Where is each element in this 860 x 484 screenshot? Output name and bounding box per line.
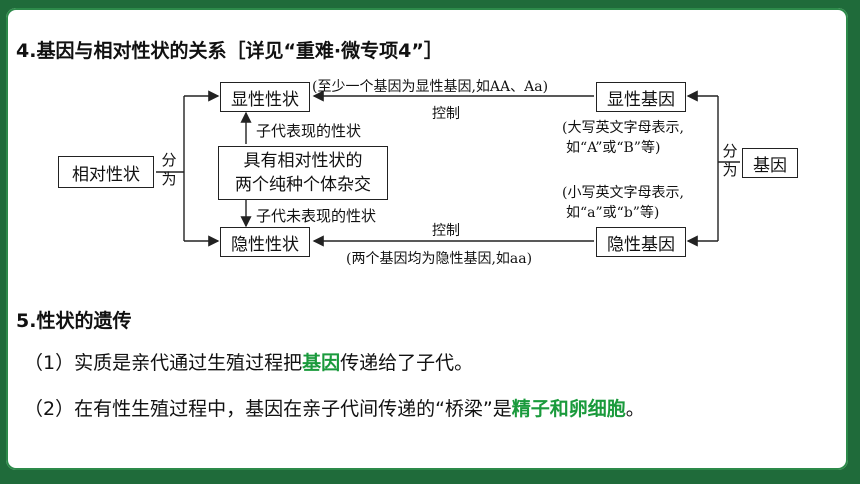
section-4-title: 4.基因与相对性状的关系［详见“重难·微专项4”］ <box>16 40 443 62</box>
upper-case-note: (大写英文字母表示, 如“A”或“B”等) <box>562 118 684 158</box>
item-2: （2）在有性生殖过程中，基因在亲子代间传递的“桥梁”是精子和卵细胞。 <box>24 394 645 421</box>
item-2-highlight: 精子和卵细胞 <box>511 398 626 420</box>
dominant-gene-box: 显性基因 <box>596 82 686 112</box>
split-right-char-2: 为 <box>722 161 738 179</box>
item-1-suffix: 传递给了子代。 <box>340 352 474 374</box>
recessive-note: (两个基因均为隐性基因,如aa) <box>346 251 533 267</box>
diagram-arrows <box>156 90 740 247</box>
item-2-suffix: 。 <box>625 398 645 420</box>
lower-case-note-line-2: 如“a”或“b”等) <box>566 205 660 221</box>
section-5-title: 5.性状的遗传 <box>16 310 132 332</box>
cross-box-line-2: 两个纯种个体杂交 <box>235 175 371 195</box>
upper-case-note-line-1: (大写英文字母表示, <box>562 120 684 136</box>
cross-box-line-1: 具有相对性状的 <box>243 151 363 171</box>
dominant-trait-box: 显性性状 <box>220 82 310 112</box>
item-1-highlight: 基因 <box>302 352 341 374</box>
lower-case-note: (小写英文字母表示, 如“a”或“b”等) <box>562 183 684 223</box>
lower-case-note-line-1: (小写英文字母表示, <box>562 185 684 201</box>
offspring-shown-label: 子代表现的性状 <box>256 122 362 140</box>
bottom-bar <box>0 474 860 484</box>
gene-box: 基因 <box>742 148 798 178</box>
split-label-left: 分 为 <box>160 151 178 189</box>
recessive-gene-box: 隐性基因 <box>596 227 686 257</box>
recessive-trait-box: 隐性性状 <box>220 227 310 257</box>
split-left-char-2: 为 <box>161 170 177 188</box>
item-1-prefix: （1）实质是亲代通过生殖过程把 <box>24 352 303 374</box>
upper-case-note-line-2: 如“A”或“B”等) <box>566 140 661 156</box>
relative-traits-box: 相对性状 <box>58 156 154 188</box>
control-top-label: 控制 <box>432 106 460 122</box>
item-2-prefix: （2）在有性生殖过程中，基因在亲子代间传递的“桥梁”是 <box>24 398 512 420</box>
split-right-char-1: 分 <box>722 142 738 160</box>
offspring-not-shown-label: 子代未表现的性状 <box>256 207 377 225</box>
slide-card: 4.基因与相对性状的关系［详见“重难·微专项4”］ 相对性状 分 为 显性性状 … <box>6 8 848 470</box>
split-left-char-1: 分 <box>161 151 177 169</box>
item-1: （1）实质是亲代通过生殖过程把基因传递给了子代。 <box>24 348 473 375</box>
split-label-right: 分 为 <box>721 142 739 180</box>
control-bottom-label: 控制 <box>432 223 460 239</box>
dominant-note: (至少一个基因为显性基因,如AA、Aa) <box>312 79 549 95</box>
cross-box: 具有相对性状的 两个纯种个体杂交 <box>218 146 388 200</box>
